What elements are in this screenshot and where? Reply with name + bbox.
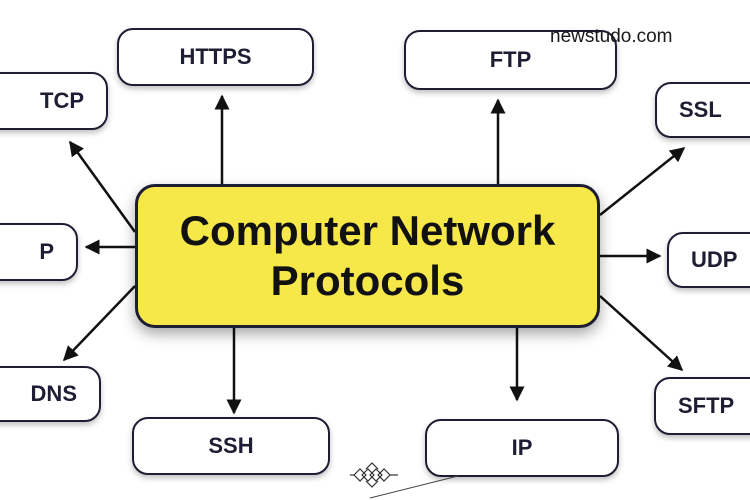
node-udp-label: UDP: [691, 247, 738, 272]
center-title-line1: Computer Network: [179, 207, 556, 254]
center-topic: Computer Network Protocols: [135, 184, 600, 328]
node-ssl: SSL: [655, 82, 750, 138]
center-title-line2: Protocols: [270, 257, 465, 304]
node-sftp-label: SFTP: [678, 393, 735, 418]
ornament-logo-icon: [350, 462, 398, 488]
node-https: HTTPS: [117, 28, 314, 86]
node-ip: IP: [425, 419, 619, 477]
node-https-label: HTTPS: [179, 44, 252, 69]
decorative-underline: [369, 475, 459, 499]
node-ssh-label: SSH: [208, 433, 254, 458]
node-tcp-label: TCP: [40, 88, 84, 113]
node-ftp: FTP: [404, 30, 617, 90]
node-ssl-label: SSL: [679, 97, 722, 122]
node-udp: UDP: [667, 232, 750, 288]
arrow-to-dns: [62, 285, 136, 362]
node-dns: DNS: [0, 366, 101, 422]
node-ssh: SSH: [132, 417, 330, 475]
node-left-mid: P: [0, 223, 78, 281]
node-left-mid-label: P: [39, 239, 54, 264]
arrow-to-sftp: [599, 295, 684, 372]
node-sftp: SFTP: [654, 377, 750, 435]
node-ip-label: IP: [511, 435, 533, 460]
watermark-text: newstudo.com: [550, 26, 673, 47]
arrow-to-tcp: [68, 140, 137, 233]
arrow-to-ssl: [599, 147, 686, 216]
node-ftp-label: FTP: [489, 47, 532, 72]
node-dns-label: DNS: [30, 381, 77, 406]
node-tcp: TCP: [0, 72, 108, 130]
